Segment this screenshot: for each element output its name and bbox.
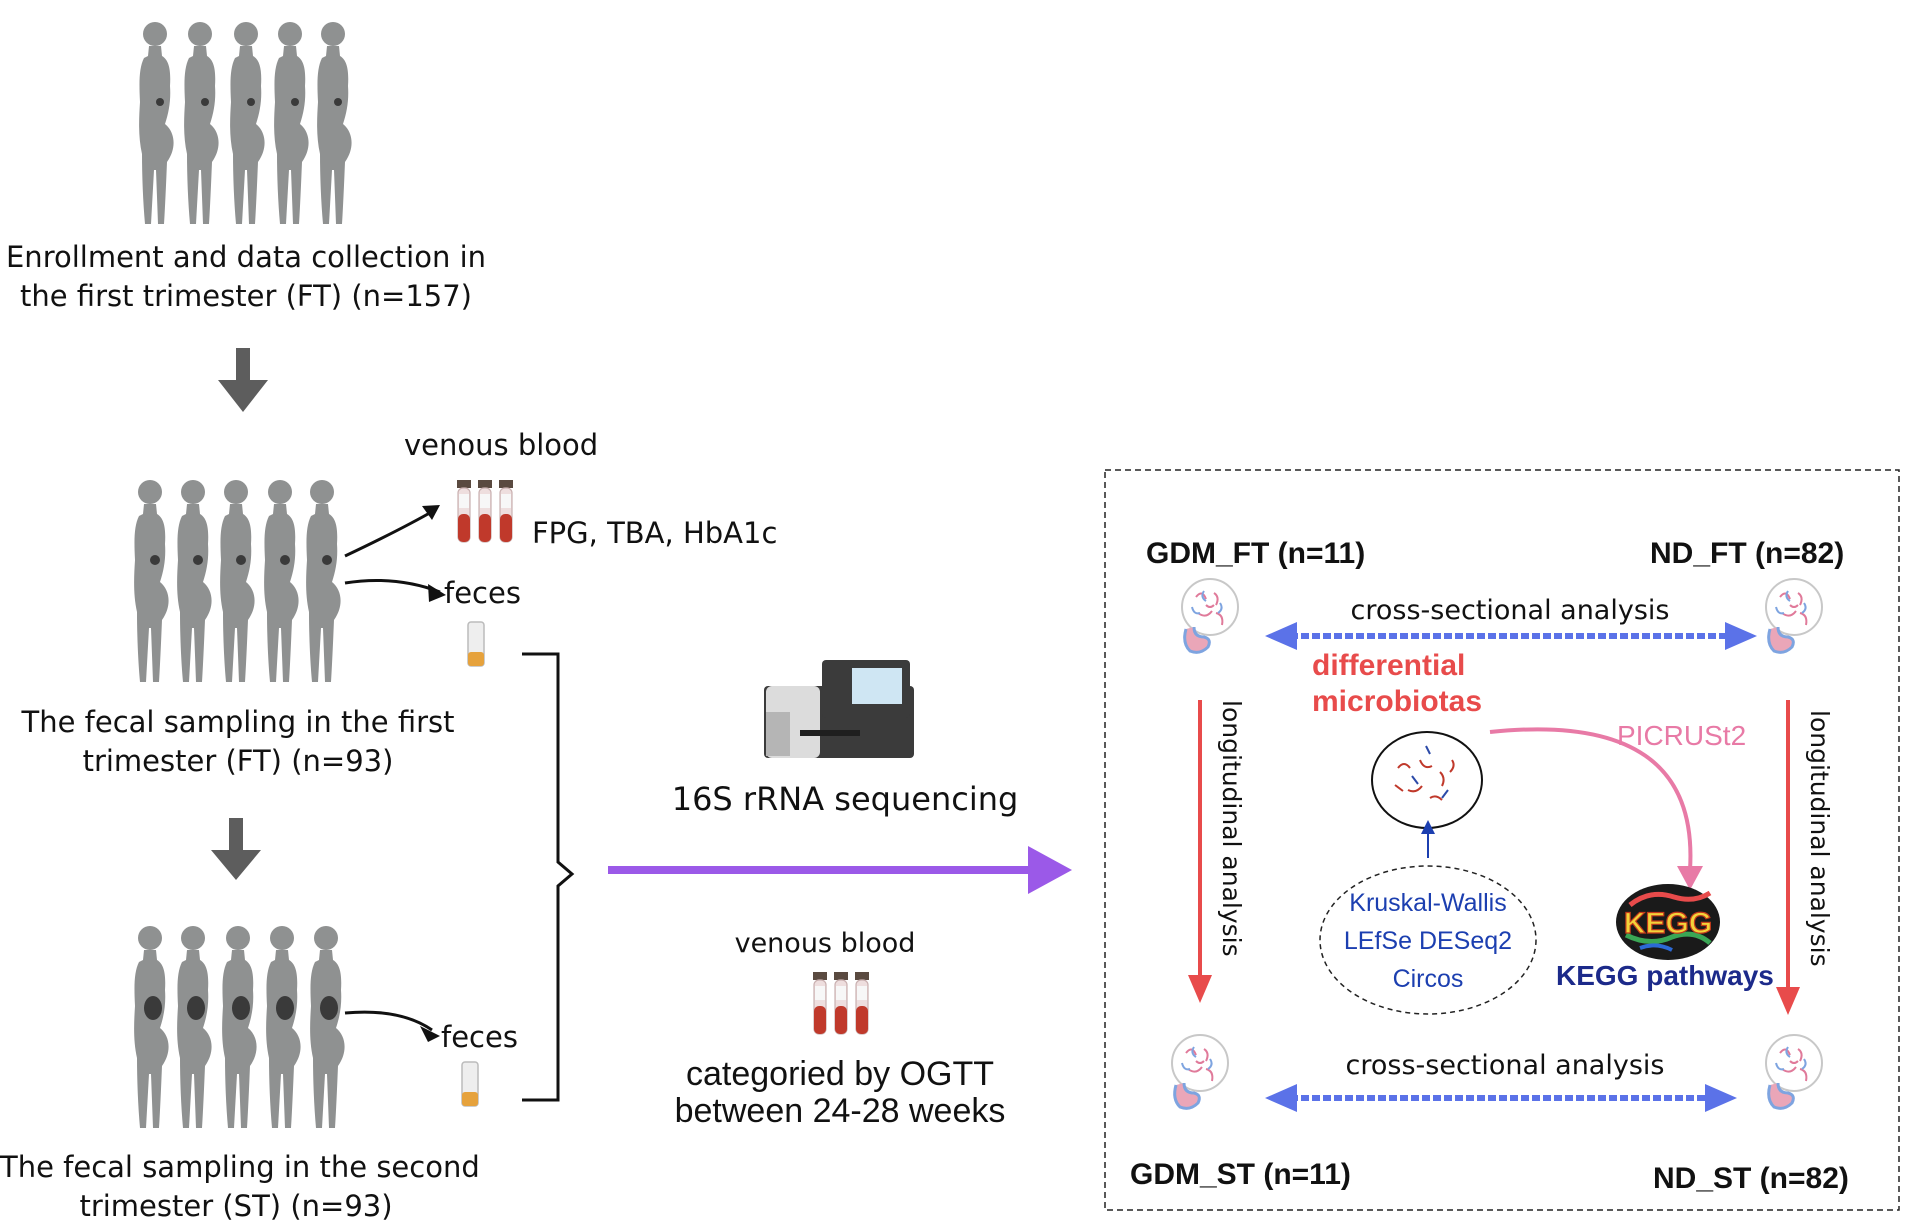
differential-line2: microbiotas — [1312, 685, 1483, 718]
kegg-pathways-label: KEGG pathways — [1556, 960, 1774, 991]
ogtt-label: categoried by OGTT between 24-28 weeks — [630, 1056, 1050, 1130]
stage3-caption-line1: The fecal sampling in the second — [0, 1150, 480, 1184]
ogtt-label-line1: categoried by OGTT — [685, 1055, 994, 1093]
feces-tube-bottom — [461, 1061, 479, 1107]
fetus-icons-row-2 — [150, 555, 332, 565]
feces-tube-top — [467, 621, 485, 667]
differential-line1: differential — [1312, 649, 1466, 682]
stage3-caption: The fecal sampling in the second trimest… — [0, 1148, 480, 1225]
gut-icon-nd-st — [1764, 1033, 1824, 1110]
arrow-to-feces-1 — [344, 578, 441, 594]
curly-brace — [522, 652, 575, 1102]
method-circos: Circos — [1392, 965, 1464, 993]
stage2-caption-line2: trimester (FT) (n=93) — [82, 744, 394, 778]
stage1-caption: Enrollment and data collection in the fi… — [0, 238, 492, 316]
flow-arrow-down-2 — [211, 818, 261, 880]
longitudinal-arrow-left — [1188, 700, 1212, 1003]
picrust-arrow-head — [1677, 866, 1703, 890]
analysis-box — [1104, 469, 1900, 1211]
gut-icon-gdm-st — [1170, 1033, 1230, 1110]
picrust-label: PICRUSt2 — [1617, 720, 1747, 751]
arrow-to-blood-head — [422, 505, 440, 520]
feces-label-top: feces — [444, 576, 521, 610]
blood-tubes-middle — [812, 971, 870, 1035]
group-label-gdm-ft: GDM_FT (n=11) — [1146, 537, 1366, 570]
women-silhouettes-row-3 — [134, 926, 345, 1128]
stage2-caption: The fecal sampling in the first trimeste… — [0, 703, 476, 781]
fetus-icons-row-3 — [144, 996, 338, 1020]
blood-label-middle: venous blood — [734, 928, 916, 959]
longitudinal-label-left: longitudinal analysis — [1217, 700, 1246, 957]
method-lefse-deseq2: LEfSe DESeq2 — [1343, 927, 1513, 955]
arrow-to-feces-2 — [344, 1010, 433, 1032]
group-label-nd-ft: ND_FT (n=82) — [1650, 537, 1845, 570]
microbiota-cluster-icon — [1371, 731, 1483, 829]
blood-label-top: venous blood — [404, 428, 599, 462]
stage1-caption-line2: the first trimester (FT) (n=157) — [20, 279, 472, 313]
arrow-to-feces-1-head — [428, 584, 446, 602]
longitudinal-arrow-right — [1776, 700, 1800, 1015]
sequencer-machine-icon — [764, 660, 914, 758]
methods-list: Kruskal-Wallis LEfSe DESeq2 Circos — [1320, 884, 1536, 998]
stage3-caption-line2: trimester (ST) (n=93) — [79, 1189, 393, 1223]
methods-up-arrow — [1421, 820, 1435, 858]
gut-icon-gdm-ft — [1180, 577, 1240, 654]
group-label-gdm-st: GDM_ST (n=11) — [1130, 1158, 1351, 1191]
blood-tubes-top — [456, 479, 514, 543]
blood-tests-label: FPG, TBA, HbA1c — [532, 516, 778, 550]
differential-microbiotas-label: differential microbiotas — [1312, 648, 1482, 720]
fetus-icons-row-1 — [156, 98, 342, 106]
arrow-to-blood — [344, 508, 436, 558]
method-kruskal-wallis: Kruskal-Wallis — [1349, 889, 1507, 917]
sequencing-label: 16S rRNA sequencing — [671, 780, 1019, 818]
ogtt-label-line2: between 24-28 weeks — [674, 1092, 1006, 1130]
purple-flow-arrow — [608, 846, 1072, 894]
arrow-to-feces-2-head — [420, 1026, 440, 1042]
stage2-caption-line1: The fecal sampling in the first — [21, 705, 455, 739]
kegg-logo-text: KEGG — [1624, 907, 1712, 940]
women-silhouettes-row-2 — [134, 480, 341, 682]
methods-ellipse — [1319, 865, 1537, 1015]
kegg-logo: KEGG — [1616, 884, 1720, 960]
cross-sectional-arrow-bottom — [1265, 1084, 1737, 1112]
women-silhouettes-row-1 — [139, 22, 352, 224]
gut-icon-nd-ft — [1764, 577, 1824, 654]
flow-arrow-down-1 — [218, 348, 268, 412]
cross-sectional-arrow-top — [1265, 622, 1757, 650]
picrust-arrow — [1489, 727, 1693, 871]
feces-label-bottom: feces — [441, 1020, 518, 1054]
cross-sectional-label-bottom: cross-sectional analysis — [1345, 1050, 1665, 1081]
stage1-caption-line1: Enrollment and data collection in — [5, 240, 486, 274]
group-label-nd-st: ND_ST (n=82) — [1653, 1162, 1849, 1195]
cross-sectional-label-top: cross-sectional analysis — [1350, 595, 1670, 626]
longitudinal-label-right: longitudinal analysis — [1805, 710, 1834, 967]
